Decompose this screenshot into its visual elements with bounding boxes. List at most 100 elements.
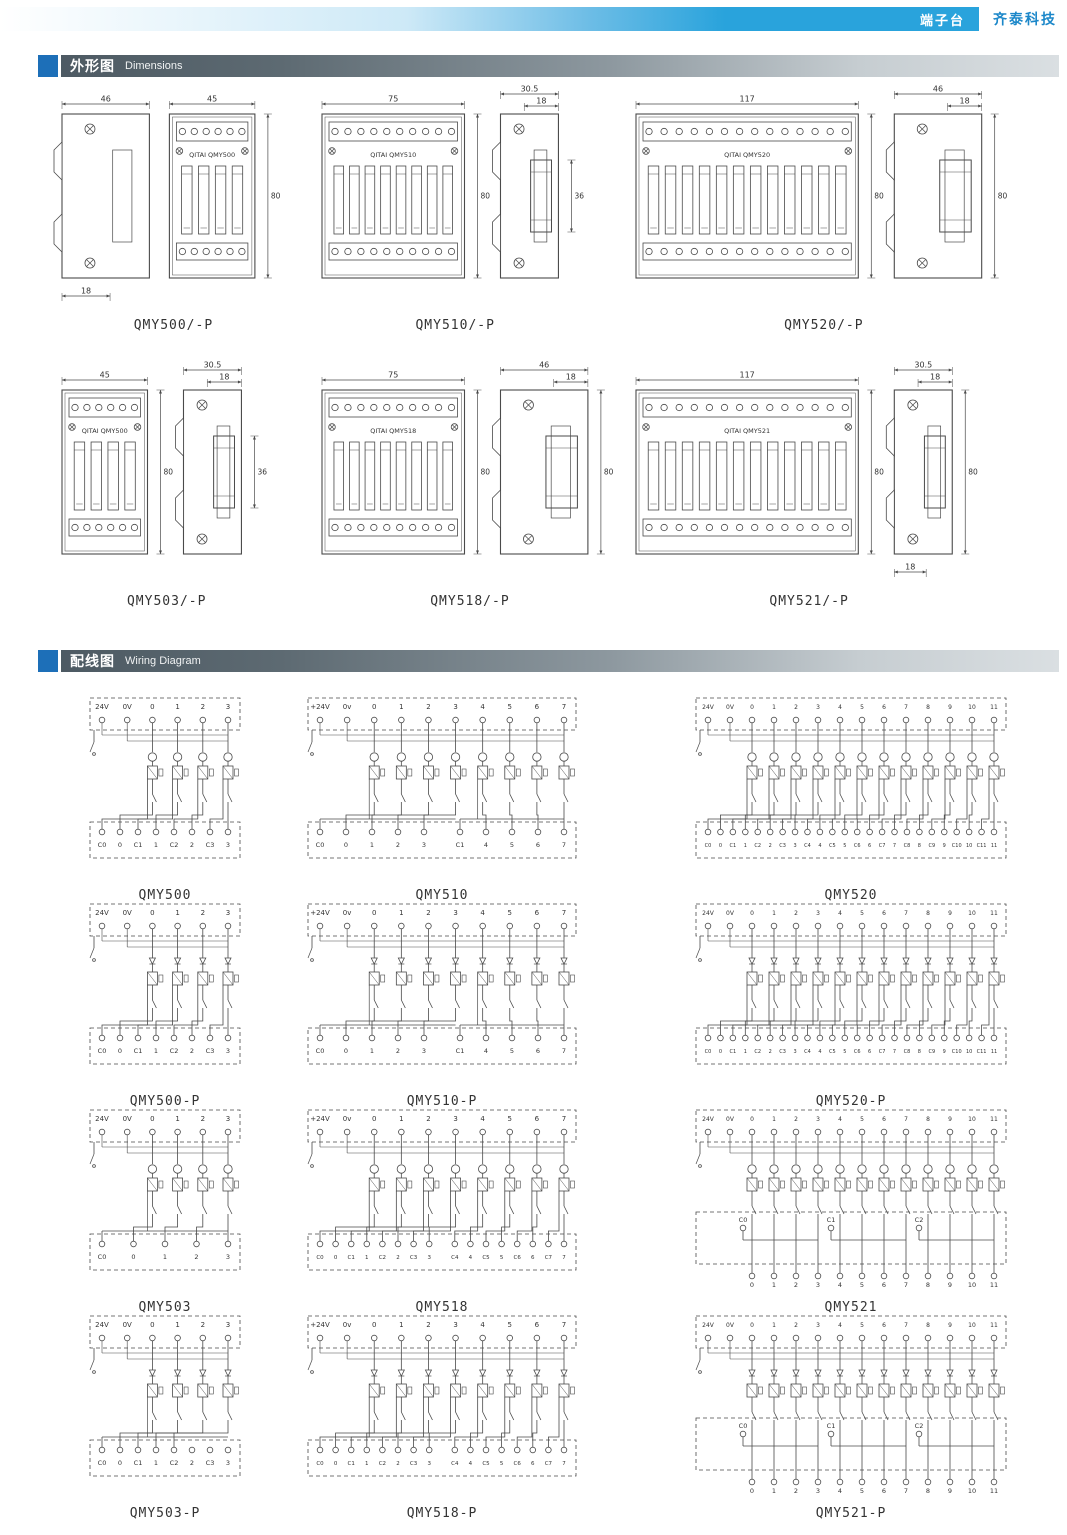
terminal-label: 10 xyxy=(966,843,972,849)
terminal-label: C1 xyxy=(456,1047,465,1055)
terminal-label: +24V xyxy=(310,703,330,711)
dim-value: 80 xyxy=(163,467,173,476)
terminal-circle xyxy=(754,828,761,836)
terminal-screw xyxy=(370,523,378,532)
dim-value: 80 xyxy=(874,191,884,200)
front-view: QITAI QMY510 xyxy=(321,113,466,279)
terminal-circle xyxy=(410,1446,417,1454)
terminal-circle xyxy=(98,1128,106,1136)
terminal-label: C2 xyxy=(379,1255,386,1261)
terminal-label: 9 xyxy=(948,1487,952,1495)
dim-value: 80 xyxy=(998,191,1008,200)
terminal-circle xyxy=(748,922,756,930)
terminal-label: 0 xyxy=(334,1255,338,1261)
terminal-label: 4 xyxy=(480,1321,485,1329)
terminal-circle xyxy=(545,1240,552,1248)
terminal-screw xyxy=(447,523,456,532)
terminal-screw xyxy=(370,403,378,412)
dim-value: 18 xyxy=(930,373,940,382)
terminal-circle xyxy=(770,1128,778,1136)
terminal-screw xyxy=(396,523,404,532)
section-accent-square xyxy=(38,650,58,672)
terminal-circle xyxy=(425,716,432,724)
terminal-label: 0 xyxy=(372,703,376,711)
terminal-circle xyxy=(854,828,861,836)
dim-value: 18 xyxy=(905,563,915,572)
terminal-label: 1 xyxy=(154,1459,158,1467)
terminal-label: 2 xyxy=(194,1253,198,1261)
dim-value: 46 xyxy=(933,85,943,94)
terminal-circle xyxy=(124,716,131,724)
terminal-screw xyxy=(357,403,365,412)
terminal-label: C9 xyxy=(928,1049,935,1055)
terminal-circle xyxy=(560,1034,568,1042)
terminal-circle xyxy=(941,828,948,836)
terminal-screw xyxy=(720,523,729,532)
terminal-circle xyxy=(704,1034,712,1042)
terminal-label: C2 xyxy=(170,841,179,849)
terminal-label: 0 xyxy=(344,841,348,849)
terminal-circle xyxy=(479,1334,486,1342)
terminal-circle xyxy=(452,1334,459,1342)
terminal-label: C6 xyxy=(854,843,861,849)
terminal-screw xyxy=(796,403,804,412)
terminal-label: 2 xyxy=(201,1321,205,1329)
terminal-screw xyxy=(766,523,774,532)
terminal-circle xyxy=(814,1128,822,1136)
terminal-circle xyxy=(98,1240,106,1248)
terminal-screw xyxy=(95,523,103,532)
terminal-label: 2 xyxy=(396,1047,400,1055)
terminal-label: 11 xyxy=(990,704,998,711)
terminal-label: 0V xyxy=(726,1322,735,1329)
terminal-circle xyxy=(560,1334,568,1342)
terminal-circle xyxy=(916,828,923,836)
wiring-section-header: 配线图 Wiring Diagram xyxy=(38,650,1059,672)
terminal-screw xyxy=(705,247,713,256)
terminal-label: 24V xyxy=(702,910,715,917)
terminal-circle xyxy=(827,1224,835,1232)
terminal-circle xyxy=(858,716,866,724)
terminal-circle xyxy=(804,828,811,836)
terminal-screw xyxy=(202,247,210,256)
terminal-circle xyxy=(206,1446,214,1454)
terminal-circle xyxy=(124,1128,131,1136)
terminal-circle xyxy=(726,1334,734,1342)
terminal-label: 1 xyxy=(175,1115,179,1123)
terminal-label: 1 xyxy=(772,1322,776,1329)
terminal-label: C0 xyxy=(316,1047,325,1055)
terminal-circle xyxy=(928,828,936,836)
terminal-circle xyxy=(199,1334,206,1342)
terminal-label: 24V xyxy=(95,1115,109,1123)
terminal-circle xyxy=(534,828,542,836)
terminal-circle xyxy=(452,716,459,724)
terminal-label: 3 xyxy=(226,1321,230,1329)
terminal-label: 4 xyxy=(838,1322,842,1329)
terminal-circle xyxy=(149,922,156,930)
terminal-circle xyxy=(193,1240,200,1248)
terminal-circle xyxy=(420,1034,428,1042)
terminal-label: 0 xyxy=(750,910,754,917)
terminal-screw xyxy=(735,127,744,136)
terminal-circle xyxy=(779,828,786,836)
terminal-label: 6 xyxy=(531,1461,535,1467)
terminal-label: 4 xyxy=(838,1487,842,1495)
terminal-label: 11 xyxy=(990,1116,998,1123)
terminal-label: 9 xyxy=(948,704,952,711)
terminal-label: 5 xyxy=(860,910,864,917)
terminal-circle xyxy=(766,1034,774,1042)
terminal-screw xyxy=(660,127,668,136)
terminal-label: 9 xyxy=(943,1049,946,1055)
terminal-circle xyxy=(902,1478,910,1486)
terminal-label: 6 xyxy=(868,843,871,849)
terminal-label: 11 xyxy=(991,843,997,849)
terminal-screw xyxy=(190,127,198,136)
terminal-circle xyxy=(348,1240,355,1248)
drawing-label: QMY510/-P xyxy=(415,318,495,333)
terminal-label: 0 xyxy=(750,1487,754,1495)
